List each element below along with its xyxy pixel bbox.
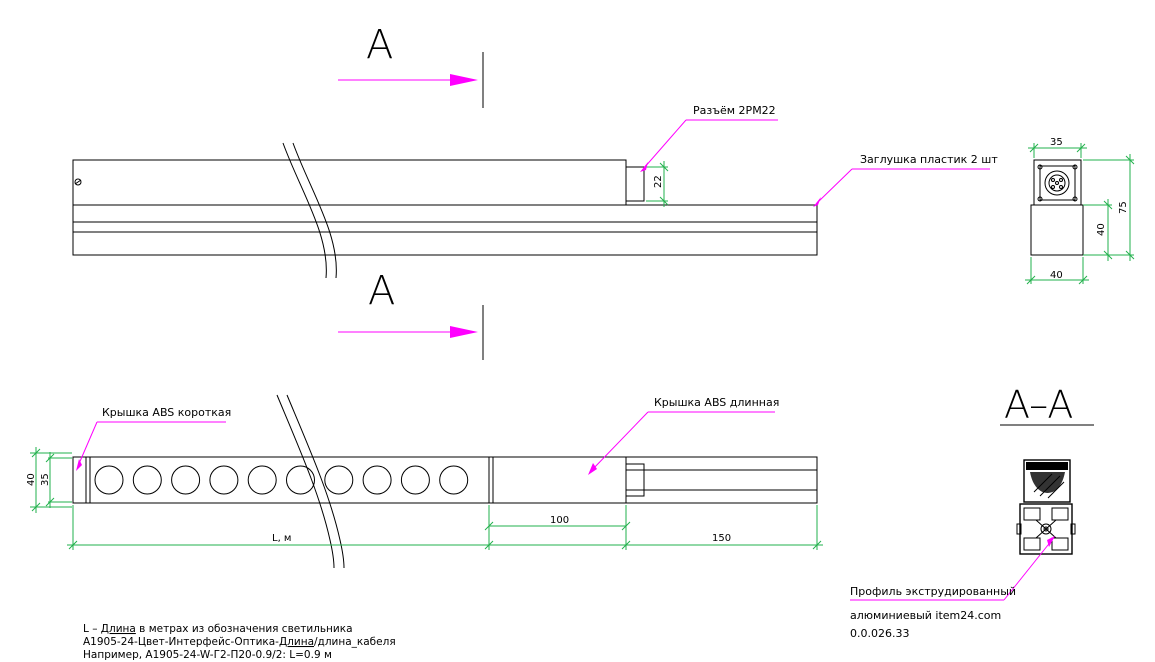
dim-label-40-right: 40 <box>1096 223 1107 236</box>
led-lens-5 <box>247 465 277 495</box>
callout-profile-code: 0.0.026.33 <box>850 627 909 640</box>
dim-label-150: 150 <box>712 533 731 544</box>
callout-long-cover-label: Крышка ABS длинная <box>654 396 779 409</box>
dim-label-35-top: 35 <box>1050 137 1063 148</box>
led-lens-6 <box>286 465 315 495</box>
dim-label-length: L, м <box>272 533 291 544</box>
section-aa: A–A <box>1000 383 1094 555</box>
led-lens-7 <box>324 465 354 495</box>
callout-connector-label: Разъём 2PM22 <box>693 104 776 117</box>
section-label-mid: A <box>368 268 395 314</box>
section-aa-title: A–A <box>1004 383 1073 427</box>
callout-profile-line2: алюминиевый item24.com <box>850 609 1001 622</box>
callout-end-cap-label: Заглушка пластик 2 шт <box>860 153 998 166</box>
dim-connector-height: 22 <box>646 161 669 207</box>
note-line-2: A1905-24-Цвет-Интерфейс-Оптика-Длина/дли… <box>83 636 396 648</box>
callout-connector: Разъём 2PM22 <box>640 104 778 172</box>
callout-end-cap: Заглушка пластик 2 шт <box>813 153 998 207</box>
dim-label-35-left: 35 <box>40 473 51 486</box>
callout-long-cover: Крышка ABS длинная <box>588 396 779 475</box>
led-lens-8 <box>362 465 392 495</box>
dim-top-view-left: 40 35 <box>26 447 72 513</box>
dim-end-view: 35 40 75 40 <box>1025 137 1135 285</box>
led-lens-2 <box>132 465 162 495</box>
top-view <box>72 394 818 569</box>
section-marker-mid: A <box>338 268 484 360</box>
dim-label-40-left: 40 <box>26 473 37 486</box>
dim-label-75: 75 <box>1118 201 1129 214</box>
note-line-3: Например, A1905-24-W-Г2-П20-0.9/2: L=0.9… <box>83 649 332 661</box>
end-view <box>1030 159 1084 256</box>
led-row <box>94 465 469 495</box>
dim-label-22: 22 <box>653 175 664 188</box>
section-label-top: A <box>366 22 393 68</box>
led-lens-3 <box>171 465 201 495</box>
led-lens-9 <box>400 465 430 495</box>
callout-profile: Профиль экструдированный алюминиевый ite… <box>850 536 1055 640</box>
led-lens-10 <box>439 465 469 495</box>
led-lens-4 <box>209 465 239 495</box>
connector-body <box>625 166 645 202</box>
callout-short-cover-label: Крышка ABS короткая <box>102 406 231 419</box>
notes: L – Длина в метрах из обозначения светил… <box>83 623 396 661</box>
side-view <box>72 142 818 279</box>
dim-label-40-bottom: 40 <box>1050 270 1063 281</box>
callout-short-cover: Крышка ABS короткая <box>76 406 231 471</box>
callout-profile-line1: Профиль экструдированный <box>850 585 1016 598</box>
note-line-1: L – Длина в метрах из обозначения светил… <box>83 623 353 635</box>
dim-top-view-bottom: L, м 100 150 <box>67 505 823 550</box>
dim-label-100: 100 <box>550 515 569 526</box>
led-lens-1 <box>94 465 124 495</box>
section-hatch <box>1026 462 1068 499</box>
section-marker-top: A <box>338 22 484 108</box>
